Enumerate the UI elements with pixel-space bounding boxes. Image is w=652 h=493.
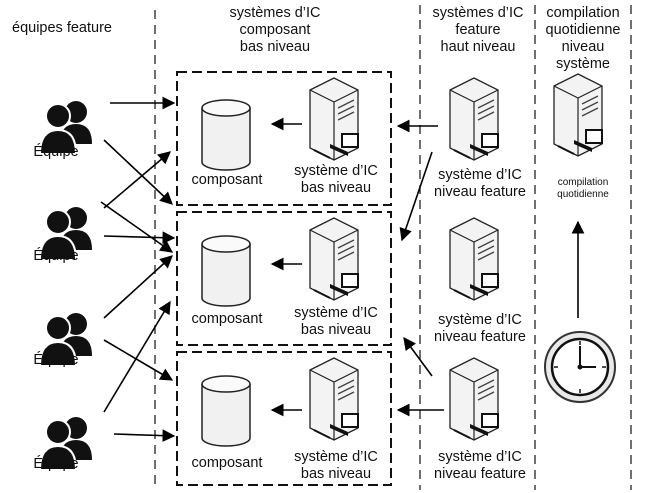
component-label: composant <box>191 455 263 471</box>
low-level-box-2 <box>176 211 392 346</box>
server-icon <box>449 357 499 441</box>
low-level-box-3 <box>176 351 392 486</box>
team-label: Équipe <box>33 144 79 160</box>
server-icon <box>309 217 359 301</box>
database-icon <box>201 99 251 171</box>
server-icon <box>449 77 499 161</box>
low-level-box-1 <box>176 71 392 206</box>
team-label: Équipe <box>33 352 79 368</box>
component-label: composant <box>191 311 263 327</box>
server-icon <box>553 73 603 157</box>
database-icon <box>201 375 251 447</box>
server-icon <box>309 357 359 441</box>
team-label: Équipe <box>33 456 79 472</box>
component-label: composant <box>191 172 263 188</box>
server-icon <box>449 217 499 301</box>
clock-icon <box>544 331 616 403</box>
team-label: Équipe <box>33 248 79 264</box>
header-teams: équipes feature <box>12 20 112 36</box>
database-icon <box>201 235 251 307</box>
server-icon <box>309 77 359 161</box>
